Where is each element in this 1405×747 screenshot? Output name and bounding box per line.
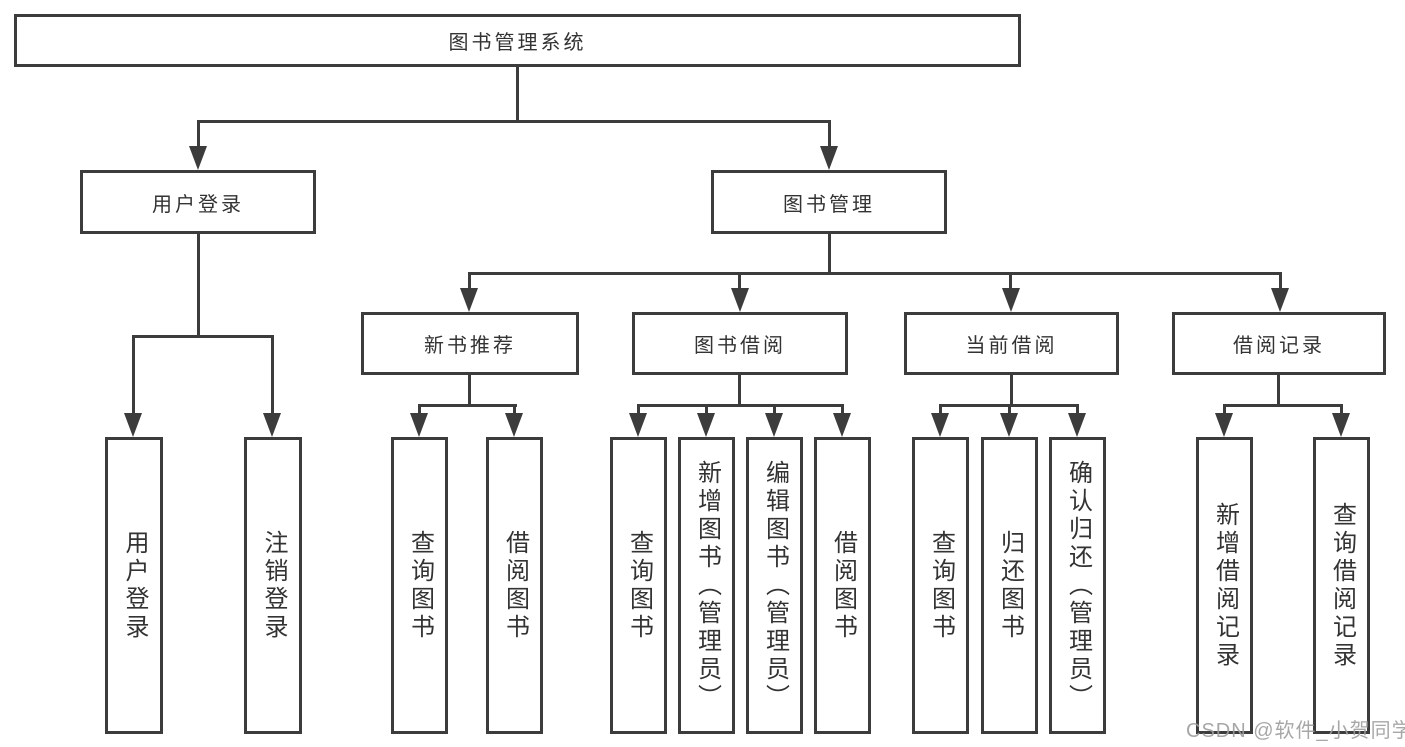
node-label: 用户登录	[152, 193, 244, 216]
connector-user-login-branch	[132, 335, 274, 338]
connector-drop	[468, 272, 471, 292]
node-label: 确认归还（管理员）	[1064, 459, 1092, 712]
connector-drop	[1009, 272, 1012, 292]
arrow-down-icon	[505, 413, 523, 437]
node-current-borrowing: 当前借阅	[904, 312, 1119, 375]
leaf-confirm-return-admin: 确认归还（管理员）	[1049, 437, 1106, 734]
csdn-watermark: CSDN @软件_小贺同学	[1186, 720, 1405, 742]
connector-drop	[841, 404, 844, 417]
connector-drop	[132, 335, 135, 417]
connector-stem	[468, 375, 471, 407]
connector-root-left-drop	[197, 120, 200, 150]
arrow-down-icon	[1271, 288, 1289, 312]
connector-drop	[1223, 404, 1226, 417]
node-label: 查询图书	[406, 529, 434, 642]
connector-stem	[1277, 375, 1280, 407]
node-label: 注销登录	[260, 529, 287, 642]
node-book-borrowing: 图书借阅	[632, 312, 848, 375]
node-user-login: 用户登录	[80, 170, 316, 234]
node-label: 图书管理系统	[448, 32, 587, 54]
node-label: 借阅图书	[501, 529, 529, 642]
connector-drop	[1340, 404, 1343, 417]
connector-stem	[738, 375, 741, 407]
node-label: 查询借阅记录	[1328, 501, 1356, 670]
node-label: 借阅图书	[829, 529, 857, 642]
arrow-down-icon	[263, 413, 281, 437]
leaf-add-books-admin: 新增图书（管理员）	[678, 437, 735, 734]
node-label: 查询图书	[625, 529, 653, 642]
leaf-edit-books-admin: 编辑图书（管理员）	[746, 437, 803, 734]
arrow-down-icon	[820, 146, 838, 170]
node-label: 图书管理	[783, 193, 875, 216]
connector-branch	[418, 404, 517, 407]
connector-user-login-stem	[197, 234, 200, 337]
leaf-return-books: 归还图书	[981, 437, 1038, 734]
leaf-query-borrow-record: 查询借阅记录	[1313, 437, 1370, 734]
connector-book-mgmt-branch	[468, 272, 1282, 275]
leaf-borrow-books-borrowing: 借阅图书	[814, 437, 871, 734]
connector-drop	[271, 335, 274, 417]
connector-drop	[1008, 404, 1011, 417]
leaf-add-borrow-record: 新增借阅记录	[1196, 437, 1253, 734]
arrow-down-icon	[697, 413, 715, 437]
node-label: 编辑图书（管理员）	[761, 459, 789, 712]
arrow-down-icon	[410, 413, 428, 437]
connector-book-mgmt-stem	[828, 234, 831, 275]
connector-drop	[637, 404, 640, 417]
arrow-down-icon	[1332, 413, 1350, 437]
node-label: 图书借阅	[694, 335, 786, 357]
leaf-query-books-current: 查询图书	[912, 437, 969, 734]
connector-root-stem	[516, 65, 519, 122]
connector-drop	[738, 272, 741, 292]
arrow-down-icon	[833, 413, 851, 437]
node-label: 用户登录	[121, 529, 148, 642]
connector-drop	[939, 404, 942, 417]
arrow-down-icon	[1000, 413, 1018, 437]
leaf-logout: 注销登录	[244, 437, 302, 734]
connector-drop	[418, 404, 421, 417]
arrow-down-icon	[460, 288, 478, 312]
node-new-book-recommendation: 新书推荐	[361, 312, 579, 375]
connector-drop	[1076, 404, 1079, 417]
node-label: 新书推荐	[424, 335, 516, 357]
connector-drop	[705, 404, 708, 417]
node-label: 新增图书（管理员）	[693, 459, 721, 712]
arrow-down-icon	[124, 413, 142, 437]
connector-root-right-drop	[828, 120, 831, 150]
node-label: 归还图书	[996, 529, 1024, 642]
node-label: 借阅记录	[1233, 335, 1325, 357]
connector-drop	[773, 404, 776, 417]
leaf-query-books-borrowing: 查询图书	[610, 437, 667, 734]
connector-branch	[1223, 404, 1342, 407]
arrow-down-icon	[1002, 288, 1020, 312]
node-borrowing-records: 借阅记录	[1172, 312, 1386, 375]
node-label: 新增借阅记录	[1211, 501, 1239, 670]
connector-drop	[1279, 272, 1282, 292]
arrow-down-icon	[1215, 413, 1233, 437]
arrow-down-icon	[1068, 413, 1086, 437]
arrow-down-icon	[931, 413, 949, 437]
arrow-down-icon	[765, 413, 783, 437]
leaf-user-login: 用户登录	[105, 437, 163, 734]
arrow-down-icon	[189, 146, 207, 170]
node-label: 查询图书	[927, 529, 955, 642]
arrow-down-icon	[629, 413, 647, 437]
connector-stem	[1010, 375, 1013, 407]
node-book-management: 图书管理	[711, 170, 947, 234]
connector-root-branch	[197, 120, 831, 123]
leaf-query-books-recommend: 查询图书	[391, 437, 448, 734]
arrow-down-icon	[731, 288, 749, 312]
leaf-borrow-books-recommend: 借阅图书	[486, 437, 543, 734]
node-library-management-system: 图书管理系统	[14, 14, 1021, 67]
connector-branch	[637, 404, 844, 407]
node-label: 当前借阅	[965, 335, 1058, 357]
connector-drop	[513, 404, 516, 417]
